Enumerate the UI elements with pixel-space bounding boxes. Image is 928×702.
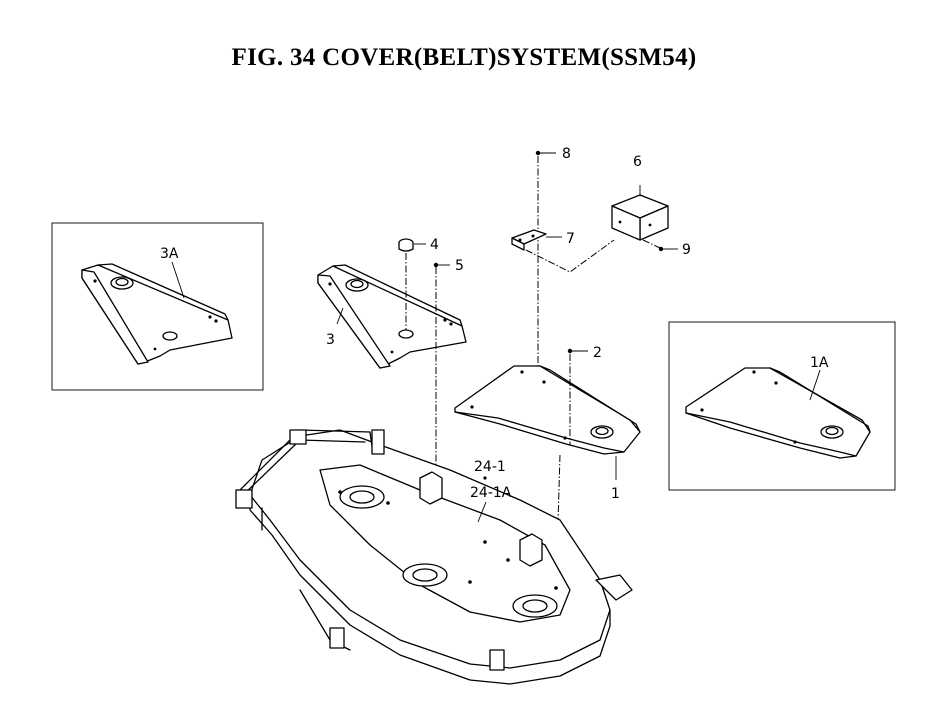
callout-4: 4 <box>430 237 439 253</box>
callout-9: 9 <box>682 242 691 258</box>
deck-callouts: 24-1 24-1A <box>470 459 512 523</box>
cover-part-1a <box>685 367 871 459</box>
bracket-part-7: 7 <box>511 229 615 273</box>
bolt-part-9: 9 <box>642 239 691 258</box>
bolt-part-8: 8 <box>535 146 571 370</box>
callout-6: 6 <box>633 154 642 170</box>
cover-part-3: 3 <box>317 264 467 369</box>
figure-title: FIG. 34 COVER(BELT)SYSTEM(SSM54) <box>231 44 697 71</box>
cover-part-1: 1 <box>454 365 641 502</box>
cover-part-3a <box>81 263 233 365</box>
inset-box-1a: 1A <box>668 321 896 491</box>
callout-5: 5 <box>455 258 464 274</box>
callout-7: 7 <box>566 231 575 247</box>
callout-3: 3 <box>326 332 335 348</box>
callout-24-1: 24-1 <box>474 459 506 475</box>
callout-2: 2 <box>593 345 602 361</box>
callout-1a: 1A <box>810 355 829 371</box>
bolt-part-5: 5 <box>433 258 464 470</box>
callout-24-1a: 24-1A <box>470 485 512 501</box>
inset-box-3a: 3A <box>51 222 264 391</box>
guard-part-6: 6 <box>611 154 669 241</box>
callout-8: 8 <box>562 146 571 162</box>
knob-part-4: 4 <box>398 237 439 330</box>
callout-1: 1 <box>611 486 620 502</box>
callout-3a: 3A <box>160 246 179 262</box>
mower-deck <box>235 429 633 685</box>
